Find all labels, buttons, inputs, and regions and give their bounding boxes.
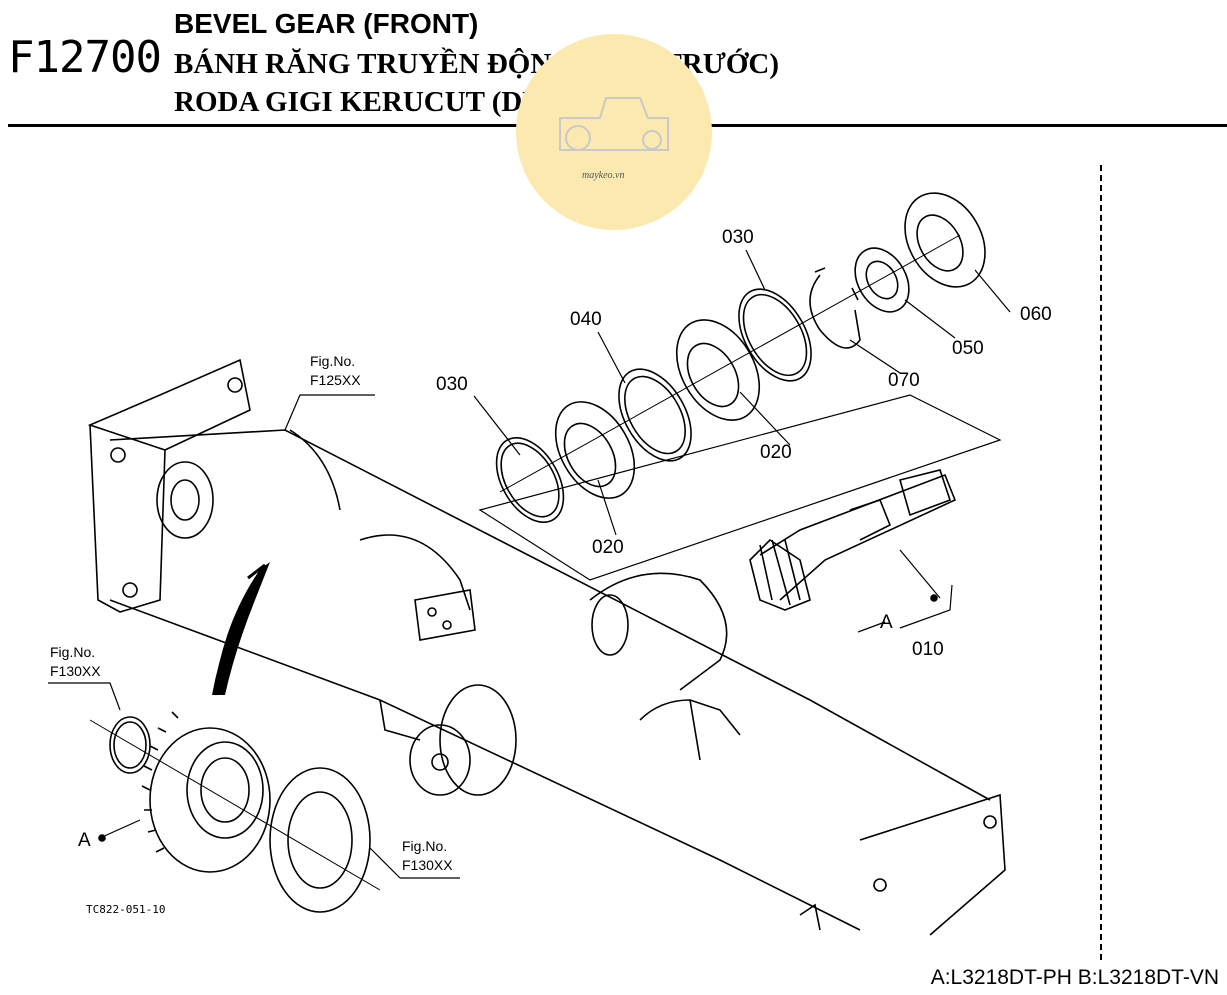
- leader-lines: [48, 249, 1011, 879]
- label-030-right: 030: [722, 227, 754, 248]
- snap-ring-030-right: [738, 288, 812, 382]
- fig-ref-f130-left-line2: F130XX: [50, 663, 101, 679]
- watermark-text: maykeo.vn: [582, 170, 624, 181]
- label-050: 050: [952, 338, 984, 359]
- label-030-left: 030: [436, 374, 468, 395]
- collar-040: [618, 368, 692, 462]
- gear-axis-line: [89, 719, 381, 891]
- oil-seal-060: [904, 192, 986, 288]
- title-english: BEVEL GEAR (FRONT): [174, 8, 479, 39]
- ref-mark-a-left: A: [78, 830, 91, 851]
- bearing-020-left: [554, 401, 636, 499]
- circlip-070: [809, 267, 861, 349]
- label-070: 070: [888, 370, 920, 391]
- watermark-logo: maykeo.vn: [516, 34, 712, 230]
- snap-ring-030-left: [495, 436, 565, 524]
- ref-dot-left: [98, 834, 106, 842]
- pinion-shaft: [749, 469, 957, 611]
- label-010: 010: [912, 639, 944, 660]
- nut-050: [854, 247, 910, 313]
- rotation-arrow-fill: [212, 562, 270, 695]
- shaft-centerline: [499, 234, 961, 493]
- fig-ref-f125-line2: F125XX: [310, 372, 361, 388]
- dashed-separator: [1100, 165, 1102, 960]
- ref-dot-right: [930, 594, 938, 602]
- label-020-left: 020: [592, 537, 624, 558]
- part-code: F12700: [8, 32, 162, 83]
- label-060: 060: [1020, 304, 1052, 325]
- bevel-ring-gear: [141, 711, 271, 873]
- fig-ref-f130-right-line1: Fig.No.: [402, 838, 447, 854]
- label-040: 040: [570, 309, 602, 330]
- snap-ring-left: [109, 716, 151, 774]
- fig-ref-f130-left-line1: Fig.No.: [50, 644, 95, 660]
- fig-ref-f125-line1: Fig.No.: [310, 353, 355, 369]
- axle-housing: [87, 358, 1006, 936]
- fig-ref-f130-right-line2: F130XX: [402, 857, 453, 873]
- footer-models: A:L3218DT-PH B:L3218DT-VN: [930, 966, 1219, 989]
- group-bracket: [478, 394, 1002, 581]
- drawing-code: TC822-051-10: [86, 903, 165, 916]
- bearing-lower: [269, 767, 371, 913]
- ref-mark-a-right: A: [880, 612, 893, 633]
- label-020-right: 020: [760, 442, 792, 463]
